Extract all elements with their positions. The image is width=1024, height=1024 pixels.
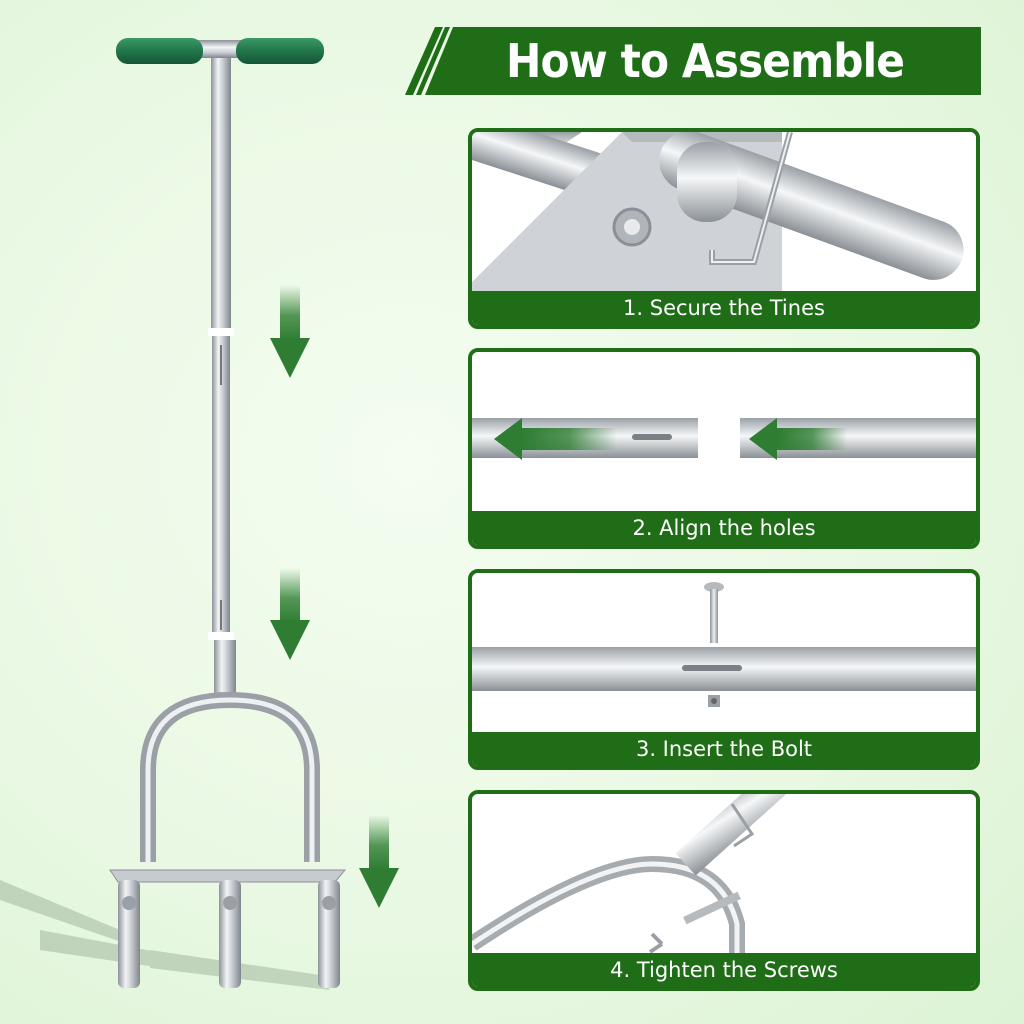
lower-shaft bbox=[214, 640, 236, 698]
aerator-tool-illustration bbox=[0, 38, 399, 990]
align-holes-illustration bbox=[472, 352, 976, 512]
header-banner bbox=[405, 27, 981, 95]
step-panel-3: 3. Insert the Bolt bbox=[468, 569, 980, 770]
left-grip bbox=[116, 38, 203, 64]
down-arrow-icon bbox=[270, 568, 310, 660]
step-caption: 1. Secure the Tines bbox=[472, 291, 976, 325]
down-arrow-icon bbox=[359, 815, 399, 908]
left-arrow-icon bbox=[777, 428, 847, 450]
left-arrow-icon bbox=[522, 428, 617, 450]
middle-shaft bbox=[212, 336, 230, 634]
step-panel-1: 1. Secure the Tines bbox=[468, 128, 980, 329]
upper-shaft bbox=[211, 58, 231, 330]
step-caption: 2. Align the holes bbox=[472, 511, 976, 545]
step-caption: 4. Tighten the Screws bbox=[472, 953, 976, 987]
insert-bolt-illustration bbox=[472, 573, 976, 733]
t-bar bbox=[195, 40, 243, 58]
step-panel-2: 2. Align the holes bbox=[468, 348, 980, 549]
page-title: How to Assemble bbox=[505, 34, 905, 88]
down-arrow-icon bbox=[270, 285, 310, 378]
shaft-joint-1 bbox=[208, 328, 234, 336]
tighten-screws-illustration bbox=[472, 794, 976, 954]
shaft-joint-2 bbox=[208, 632, 234, 640]
tines bbox=[118, 880, 340, 988]
secure-tines-illustration bbox=[472, 132, 976, 292]
u-frame bbox=[140, 691, 320, 862]
right-grip bbox=[236, 38, 324, 64]
ground-shadow bbox=[0, 880, 330, 990]
step-panel-4: 4. Tighten the Screws bbox=[468, 790, 980, 991]
step-caption: 3. Insert the Bolt bbox=[472, 732, 976, 766]
